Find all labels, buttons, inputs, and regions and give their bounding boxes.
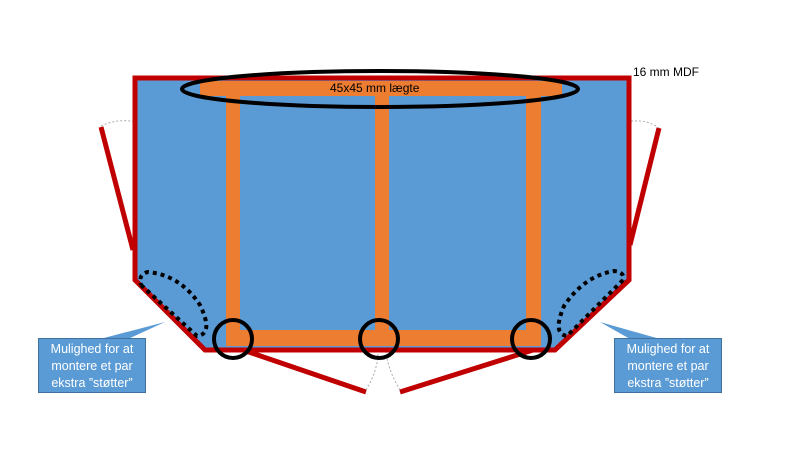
callout-line: Mulighed for at [626, 342, 710, 356]
bottom-left-hinge-arc [365, 351, 379, 391]
joint-circle-middle [358, 318, 400, 360]
right-support-dotted-outline [556, 268, 626, 339]
left-flap [98, 126, 136, 251]
callout-line: montere et par [51, 359, 133, 373]
frame-highlight-ellipse [180, 69, 580, 109]
right-callout-pointer [600, 322, 660, 339]
wooden-frame [200, 81, 562, 346]
left-support-dotted-outline [138, 269, 209, 339]
left-hinge-arc [100, 120, 137, 127]
callout-line: montere et par [627, 359, 709, 373]
callout-line: ekstra ”støtter” [627, 376, 709, 390]
material-label: 16 mm MDF [633, 65, 699, 79]
left-callout: Mulighed for at montere et par ekstra ”s… [38, 338, 146, 393]
bottom-left-flap [239, 346, 367, 395]
right-callout: Mulighed for at montere et par ekstra ”s… [614, 338, 722, 393]
right-hinge-arc [626, 120, 660, 129]
frame-label: 45x45 mm lægte [330, 81, 420, 95]
callout-line: ekstra ”støtter” [51, 376, 133, 390]
right-flap [627, 127, 662, 246]
joint-circle-left [212, 318, 254, 360]
left-callout-pointer [100, 322, 165, 339]
bottom-right-flap [399, 347, 534, 395]
joint-circle-right [510, 318, 552, 360]
callout-line: Mulighed for at [50, 342, 134, 356]
